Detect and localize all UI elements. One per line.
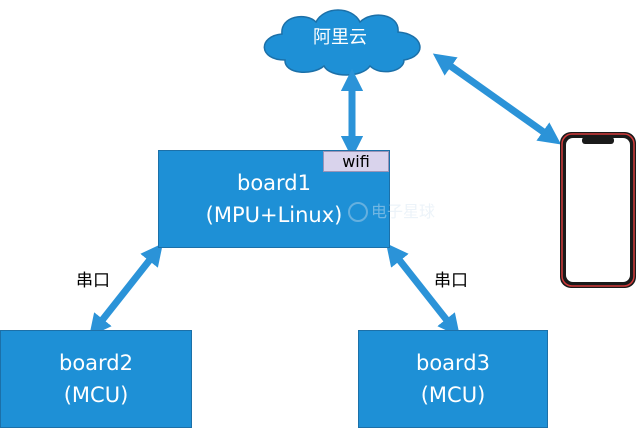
aliyun-cloud-icon [263, 9, 421, 76]
watermark-logo-icon [348, 202, 368, 222]
board2-name: board2 [58, 351, 133, 375]
wifi-tag: wifi [323, 151, 389, 172]
arrow-board1-board3 [386, 243, 460, 337]
watermark-text: 电子星球 [371, 202, 436, 221]
smartphone-icon [560, 132, 636, 288]
serial-label-left: 串口 [76, 271, 110, 291]
board3-name: board3 [415, 351, 490, 375]
serial-label-right: 串口 [434, 271, 468, 291]
arrow-board1-board2 [89, 243, 163, 337]
board1-box: board1 (MPU+Linux) [158, 150, 390, 248]
board2-subtitle: (MCU) [63, 383, 129, 407]
board3-box: board3 (MCU) [358, 330, 548, 428]
cloud-label: 阿里云 [313, 27, 367, 48]
board1-name: board1 [236, 171, 311, 195]
board2-box: board2 (MCU) [0, 330, 192, 428]
board1-subtitle: (MPU+Linux) [205, 203, 343, 227]
board3-subtitle: (MCU) [420, 383, 486, 407]
arrow-cloud-phone [432, 53, 562, 145]
watermark: 电子星球 [348, 202, 435, 222]
